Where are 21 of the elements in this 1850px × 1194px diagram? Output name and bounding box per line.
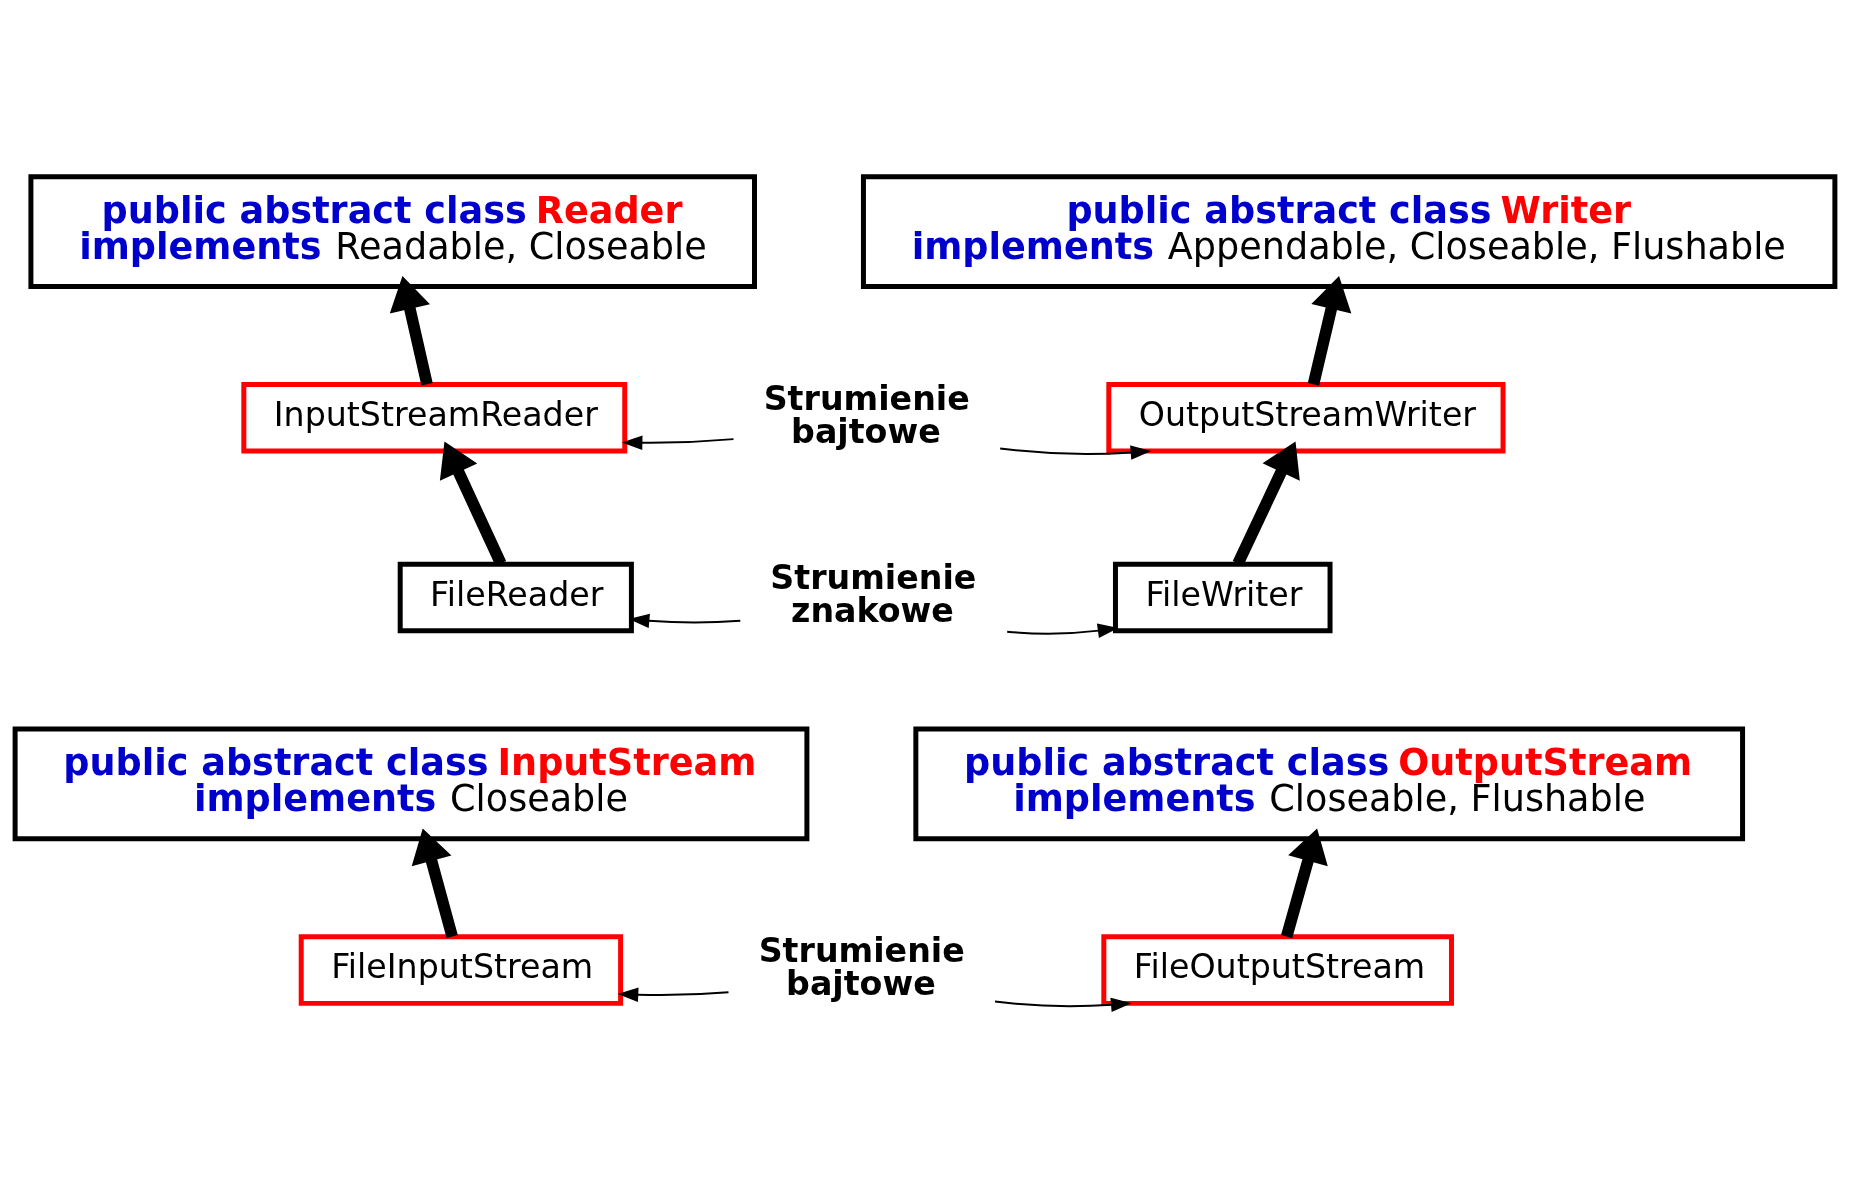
node-box: FileInputStream (298, 933, 624, 1006)
arrow (1281, 827, 1328, 938)
node-box: FileReader (397, 561, 634, 633)
node-box: public abstract class Reader implements Readable, Closeable (28, 173, 757, 289)
node-box: public abstract class OutputStream implements Closeable, Flushable (913, 725, 1746, 841)
node-text: Strumienie bajtowe (763, 378, 970, 451)
arrow (621, 435, 735, 450)
node-box: public abstract class Writer implements Appendable, Closeable, Flushable (860, 173, 1838, 289)
node-text: Strumienie znakowe (770, 557, 977, 630)
arrow (1307, 275, 1352, 386)
node-box: FileWriter (1112, 561, 1333, 633)
arrow (994, 997, 1132, 1012)
arrow (999, 444, 1152, 460)
node-box: InputStreamReader (241, 381, 628, 454)
arrow (411, 827, 458, 938)
node-box: OutputStreamWriter (1106, 381, 1506, 454)
arrow (617, 987, 730, 1002)
node-box: FileOutputStream (1101, 933, 1454, 1006)
node-text: Strumienie bajtowe (758, 930, 965, 1003)
arrow (389, 275, 433, 386)
node-box: public abstract class InputStream implements Closeable (12, 725, 810, 841)
